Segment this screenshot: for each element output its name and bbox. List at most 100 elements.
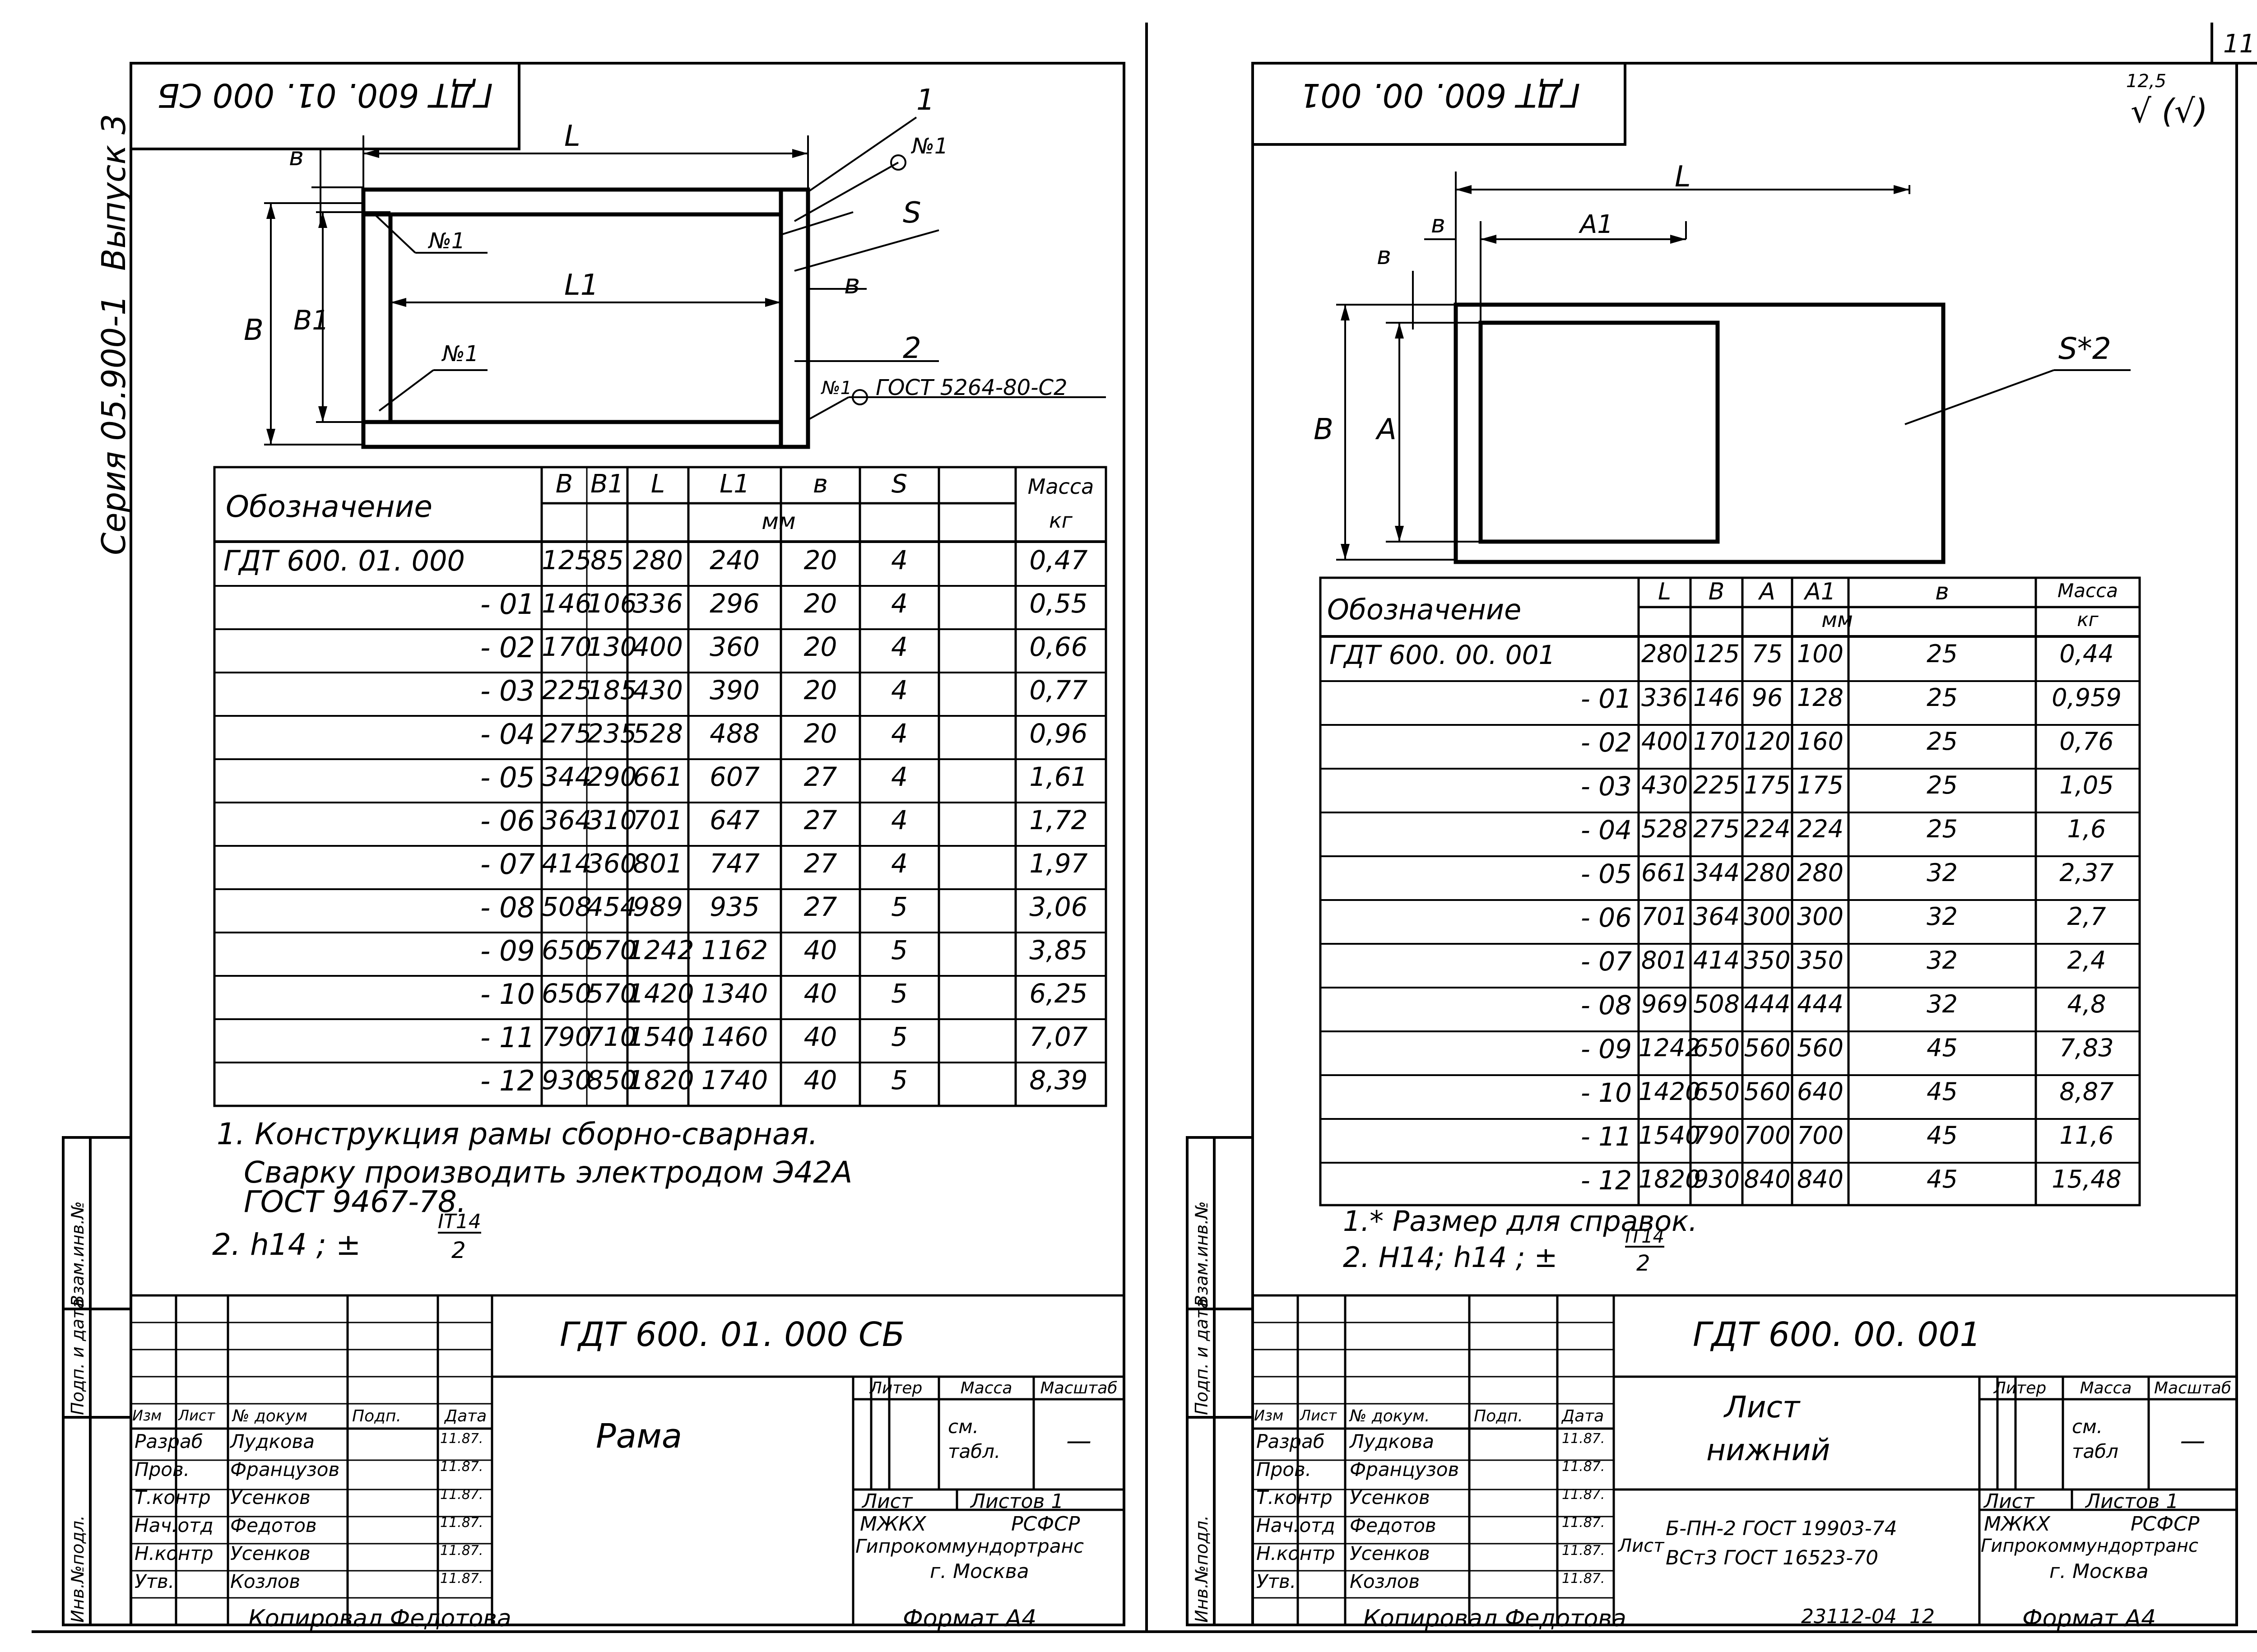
right-table-cell: 96 xyxy=(1751,683,1783,712)
left-table-cell: 989 xyxy=(633,891,683,922)
right-table-cell: - 11 xyxy=(1580,1121,1632,1152)
tb-person-field: Федотов xyxy=(1350,1514,1436,1536)
right-table-cell: 45 xyxy=(1927,1034,1958,1062)
left-table-cell: 4 xyxy=(891,545,908,575)
left-table-cell: 5 xyxy=(891,891,908,922)
margin-repl-left: Взам.инв.№ xyxy=(68,1201,88,1307)
left-note-1b: Сварку производить электродом Э42А xyxy=(244,1155,853,1190)
right-table-cell: - 12 xyxy=(1580,1165,1632,1196)
right-note-2: 2. H14; h14 ; ± xyxy=(1343,1241,1558,1274)
right-dim-b2: в xyxy=(1377,241,1391,270)
left-pos-2: 2 xyxy=(903,332,921,365)
right-table-row-divider xyxy=(1320,1074,2140,1076)
left-table-cell: 650 xyxy=(542,935,592,965)
right-table-cell: 225 xyxy=(1693,771,1740,799)
left-tb-org-3: Гипрокоммундортранс xyxy=(855,1535,1084,1557)
right-table-cell: 224 xyxy=(1797,815,1844,843)
right-tb-material-1: Б-ПН-2 ГОСТ 19903-74 xyxy=(1666,1517,1897,1540)
right-table-row-divider xyxy=(1320,1030,2140,1032)
left-table-cell: 20 xyxy=(803,718,837,749)
tb-person-field: Нач.отд xyxy=(1256,1514,1335,1536)
right-table-row-divider xyxy=(1320,987,2140,988)
right-table-cell: 2,37 xyxy=(2059,858,2114,887)
tb-person-field: 11.87. xyxy=(1562,1543,1605,1559)
left-table-cell: 1420 xyxy=(627,978,694,1009)
left-tb-sheets: Листов 1 xyxy=(971,1490,1064,1513)
tb-person-field: 11.87. xyxy=(440,1459,483,1475)
left-table-cell: 647 xyxy=(710,805,760,835)
right-table-cell: 0,76 xyxy=(2059,727,2114,756)
left-dim-B: B xyxy=(244,314,264,347)
right-page-number: 12 xyxy=(1909,1605,1935,1628)
left-table-cell: - 04 xyxy=(480,718,535,751)
left-col-L1: L1 xyxy=(720,469,750,499)
left-table-cell: 4 xyxy=(891,675,908,705)
left-tb-mass-v1: см. xyxy=(948,1415,979,1438)
left-table-cell: - 01 xyxy=(480,588,535,621)
tb-person-field: 11.87. xyxy=(440,1431,483,1447)
margin-inv-right: Инв.№подл. xyxy=(1192,1515,1212,1623)
issue-label: Выпуск 3 xyxy=(95,114,133,271)
right-table-cell: 336 xyxy=(1641,683,1688,712)
left-table-cell: 310 xyxy=(587,805,637,835)
right-table-row-divider xyxy=(1320,812,2140,813)
left-table-cell: - 06 xyxy=(480,804,535,837)
left-col-B1: В1 xyxy=(590,469,624,499)
right-table-cell: 364 xyxy=(1693,902,1740,931)
left-table-cell: 607 xyxy=(710,761,760,792)
right-table-cell: 640 xyxy=(1797,1077,1844,1106)
right-table-cell: - 02 xyxy=(1580,727,1632,758)
right-table-cell: 15,48 xyxy=(2052,1165,2122,1193)
tb-person-field: Усенков xyxy=(230,1486,311,1508)
right-table-cell: 930 xyxy=(1693,1165,1740,1193)
right-table-cell: - 06 xyxy=(1580,902,1632,933)
left-col-B: В xyxy=(555,469,573,499)
left-table-cell: - 09 xyxy=(480,934,535,967)
right-table-cell: 25 xyxy=(1927,683,1958,712)
left-table-cell: 27 xyxy=(803,805,837,835)
right-table-cell: 160 xyxy=(1797,727,1844,756)
left-table-cell: 1820 xyxy=(627,1065,694,1095)
left-table-cell: 850 xyxy=(587,1065,637,1095)
right-table-cell: 128 xyxy=(1797,683,1844,712)
left-table-cell: - 05 xyxy=(480,761,535,794)
left-col-L: L xyxy=(650,469,665,499)
left-tb-org-2: РСФСР xyxy=(1011,1513,1080,1536)
left-table-cell: 125 xyxy=(542,545,592,575)
right-table-cell: 2,4 xyxy=(2067,946,2106,974)
left-table-row-divider xyxy=(214,975,1106,977)
left-table-cell: 790 xyxy=(542,1021,592,1052)
left-table-cell: - 03 xyxy=(480,674,535,707)
left-tb-head-list: Лист xyxy=(178,1407,215,1424)
left-table-cell: 235 xyxy=(587,718,637,749)
right-table-cell: 8,87 xyxy=(2059,1077,2114,1106)
right-dim-L: L xyxy=(1675,160,1691,194)
right-tb-sheets: Листов 1 xyxy=(2085,1490,2179,1513)
left-table-cell: 650 xyxy=(542,978,592,1009)
right-table-cell: 275 xyxy=(1693,815,1740,843)
tb-person-field: Нач.отд xyxy=(135,1514,214,1536)
left-table-cell: - 07 xyxy=(480,848,535,881)
right-table-header-name: Обозначение xyxy=(1327,593,1522,626)
right-note-2-num: IT14 xyxy=(1625,1226,1665,1248)
left-table-cell: 40 xyxy=(803,935,837,965)
left-table-cell: 85 xyxy=(590,545,624,575)
right-table-cell: 32 xyxy=(1927,946,1958,974)
right-table-cell: 300 xyxy=(1797,902,1844,931)
left-table-cell: 1460 xyxy=(701,1021,768,1052)
left-table-row-divider xyxy=(214,585,1106,587)
tb-person-field: Утв. xyxy=(1256,1570,1296,1592)
left-table-cell: 4 xyxy=(891,588,908,619)
left-table-cell: 4 xyxy=(891,848,908,879)
left-tb-head-date: Дата xyxy=(445,1407,487,1425)
left-table-row-divider xyxy=(214,802,1106,803)
right-table-cell: 700 xyxy=(1797,1121,1844,1150)
right-table-cell: 25 xyxy=(1927,815,1958,843)
right-note-2-den: 2 xyxy=(1636,1251,1650,1276)
left-weld-2: №1 xyxy=(429,228,465,254)
left-table-header-name: Обозначение xyxy=(226,489,432,524)
right-tb-head-izm: Изм xyxy=(1254,1407,1284,1424)
right-table-cell: - 03 xyxy=(1580,771,1632,802)
right-table-unit: мм xyxy=(1821,608,1853,632)
left-table-cell: 528 xyxy=(633,718,683,749)
